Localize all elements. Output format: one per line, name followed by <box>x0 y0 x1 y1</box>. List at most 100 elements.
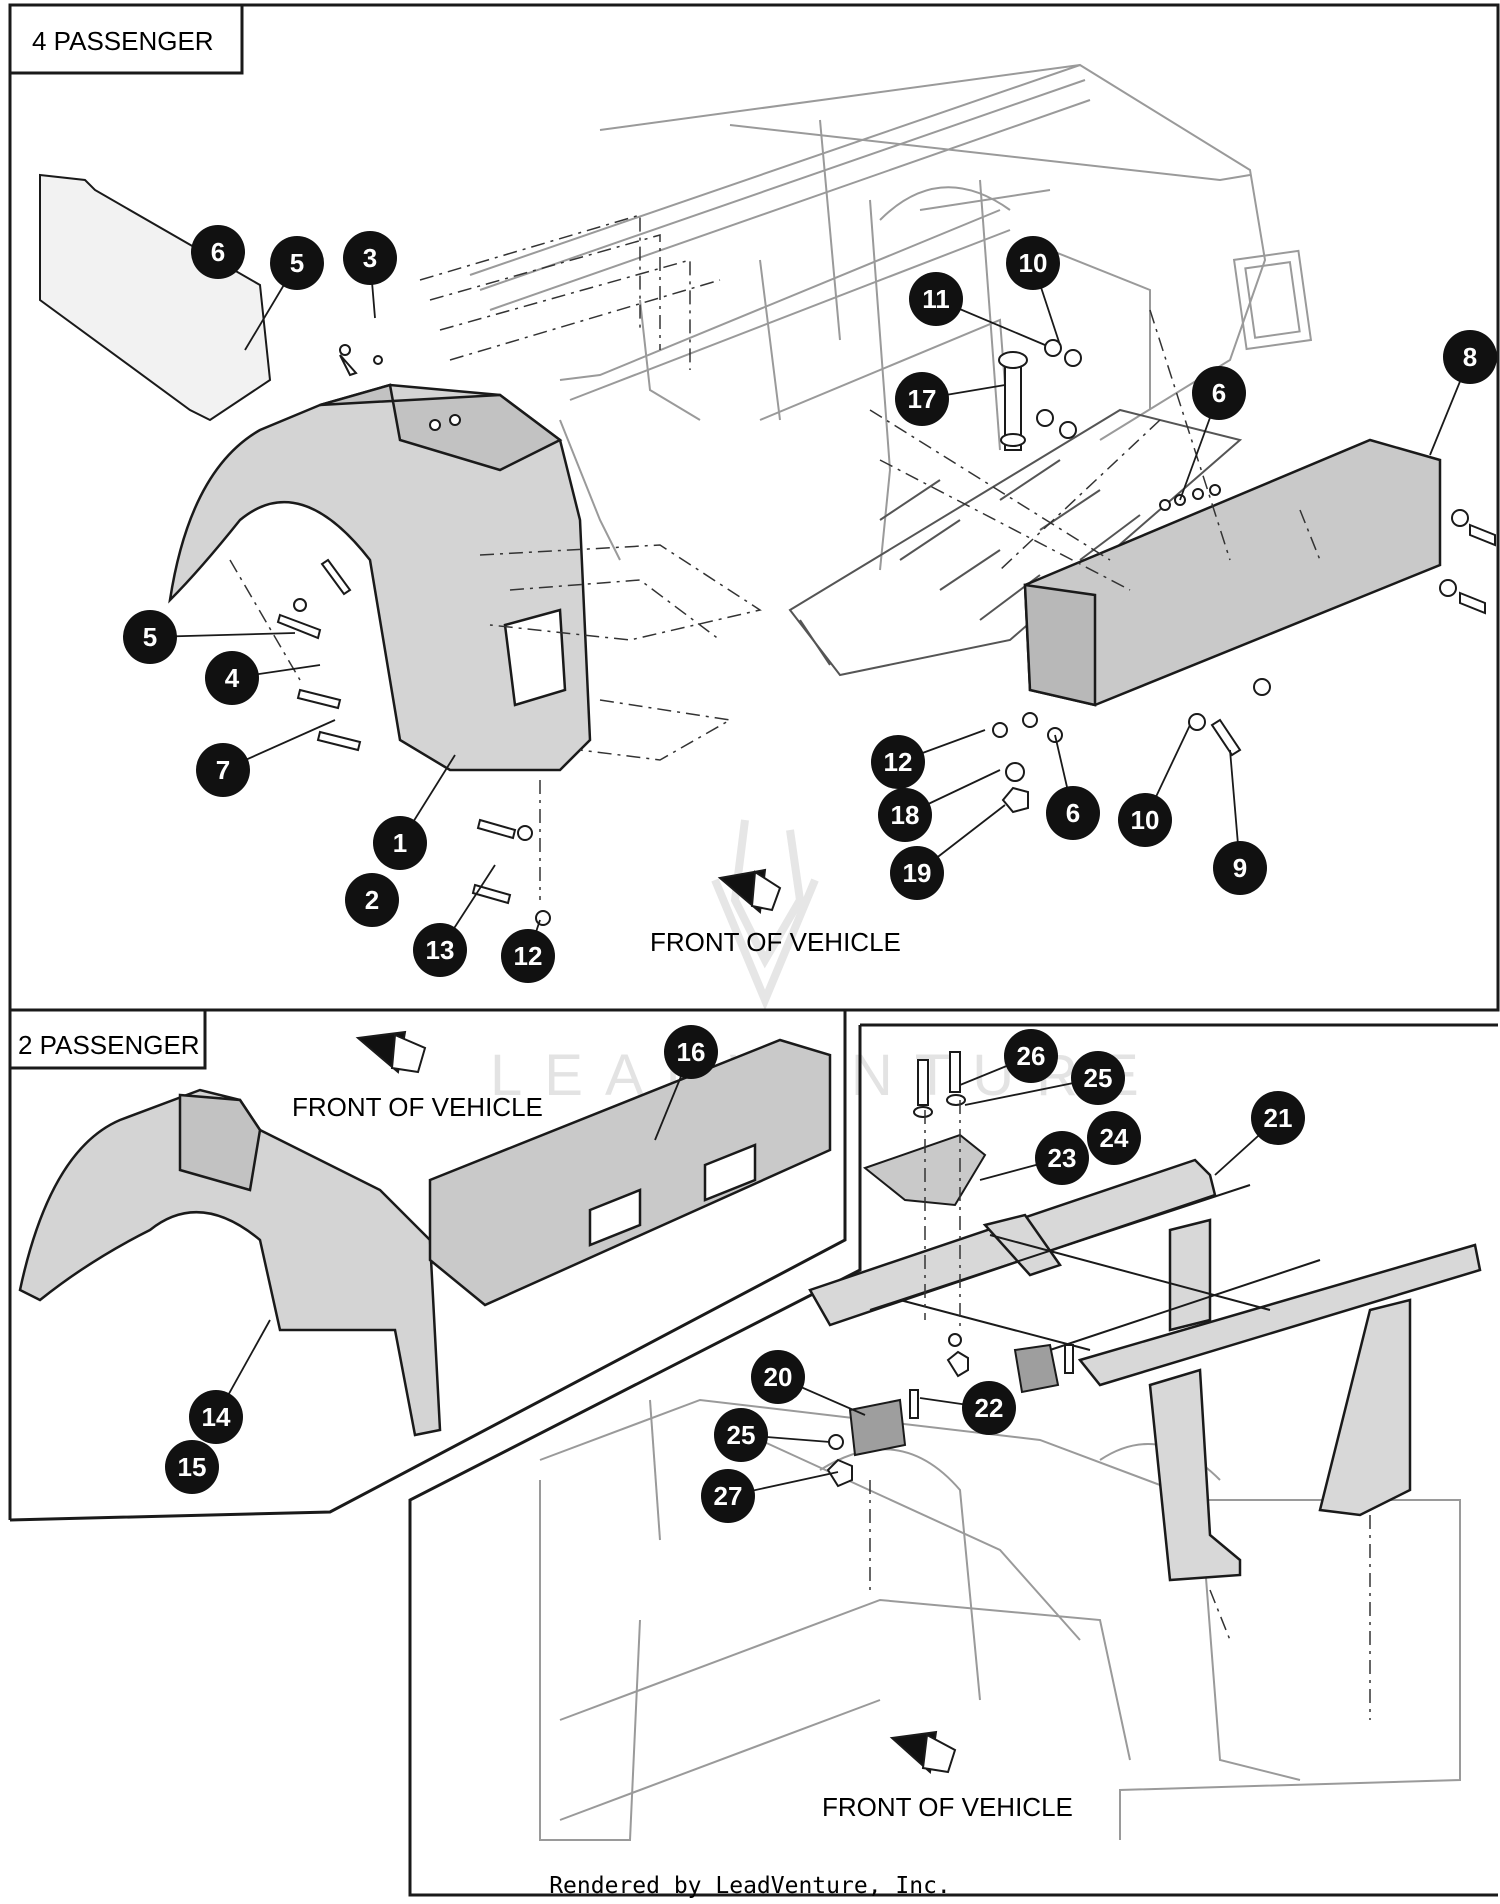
front-arrow-icon-2p <box>355 1030 427 1074</box>
rear-body-panel-left <box>39 173 272 422</box>
callout-bubble <box>165 1440 219 1494</box>
callout-23: 23 <box>1035 1131 1089 1185</box>
callout-5: 5 <box>270 236 324 290</box>
callout-7: 7 <box>196 743 250 797</box>
callout-number: 2 <box>365 885 379 915</box>
callout-4: 4 <box>205 651 259 705</box>
callout-number: 21 <box>1264 1103 1293 1133</box>
callout-number: 27 <box>714 1481 743 1511</box>
callout-6: 6 <box>1192 366 1246 420</box>
callout-bubble <box>1087 1111 1141 1165</box>
callout-1: 1 <box>373 816 427 870</box>
callout-number: 11 <box>922 284 950 314</box>
callout-bubble <box>343 231 397 285</box>
callout-10: 10 <box>1118 793 1172 847</box>
callout-bubble <box>664 1025 718 1079</box>
side-panel-4p <box>1023 438 1442 707</box>
callout-number: 22 <box>975 1393 1004 1423</box>
front-of-vehicle-label-seat: FRONT OF VEHICLE <box>822 1792 1073 1822</box>
callout-bubble <box>205 651 259 705</box>
callout-number: 19 <box>903 858 932 888</box>
fender-2p <box>18 1088 442 1437</box>
side-panel-2p <box>428 1038 832 1307</box>
callout-bubble <box>189 1390 243 1444</box>
callout-25: 25 <box>1071 1051 1125 1105</box>
callout-8: 8 <box>1443 330 1497 384</box>
hardware-4p <box>276 339 1496 926</box>
panel-label-4-passenger: 4 PASSENGER <box>32 26 214 56</box>
panel-frames <box>8 3 1500 1897</box>
callout-13: 13 <box>413 923 467 977</box>
callout-bubble <box>701 1469 755 1523</box>
callout-bubble <box>1046 786 1100 840</box>
callout-bubble <box>1443 330 1497 384</box>
callout-3: 3 <box>343 231 397 285</box>
callout-number: 13 <box>426 935 455 965</box>
callout-bubble <box>1071 1051 1125 1105</box>
front-arrow-icon-4p <box>717 868 782 914</box>
callout-bubble <box>962 1381 1016 1435</box>
callout-number: 18 <box>891 800 920 830</box>
callout-number: 7 <box>216 755 230 785</box>
callout-bubble <box>373 816 427 870</box>
callout-bubble <box>1118 793 1172 847</box>
chassis-ghost-seat <box>539 1398 1461 1841</box>
callout-number: 6 <box>211 237 225 267</box>
callout-number: 20 <box>764 1362 793 1392</box>
callout-number: 10 <box>1131 805 1160 835</box>
callout-25: 25 <box>714 1408 768 1462</box>
fender-4p <box>168 383 592 772</box>
callout-12: 12 <box>501 929 555 983</box>
callout-9: 9 <box>1213 841 1267 895</box>
callout-number: 17 <box>908 384 937 414</box>
callout-number: 26 <box>1017 1041 1046 1071</box>
callout-bubble <box>501 929 555 983</box>
callout-bubble <box>1192 366 1246 420</box>
callout-number: 25 <box>727 1420 756 1450</box>
callout-bubble <box>1213 841 1267 895</box>
callout-bubble <box>196 743 250 797</box>
callout-number: 5 <box>143 622 157 652</box>
callout-20: 20 <box>751 1350 805 1404</box>
callout-2: 2 <box>345 873 399 927</box>
callout-number: 12 <box>884 747 913 777</box>
callout-26: 26 <box>1004 1029 1058 1083</box>
callout-27: 27 <box>701 1469 755 1523</box>
callout-number: 25 <box>1084 1063 1113 1093</box>
panel-label-2-passenger: 2 PASSENGER <box>18 1030 200 1060</box>
callout-5: 5 <box>123 610 177 664</box>
callout-number: 5 <box>290 248 304 278</box>
callout-bubble <box>270 236 324 290</box>
callout-6: 6 <box>191 225 245 279</box>
callout-bubble <box>871 735 925 789</box>
callout-15: 15 <box>165 1440 219 1494</box>
callout-number: 16 <box>677 1037 706 1067</box>
callout-number: 14 <box>202 1402 231 1432</box>
callout-number: 10 <box>1019 248 1048 278</box>
callout-18: 18 <box>878 788 932 842</box>
callout-number: 8 <box>1463 342 1477 372</box>
callout-6: 6 <box>1046 786 1100 840</box>
callout-bubble <box>714 1408 768 1462</box>
callout-bubble <box>751 1350 805 1404</box>
callout-number: 6 <box>1066 798 1080 828</box>
callout-16: 16 <box>664 1025 718 1079</box>
callout-12: 12 <box>871 735 925 789</box>
callout-number: 9 <box>1233 853 1247 883</box>
callout-19: 19 <box>890 846 944 900</box>
callout-bubble <box>1006 236 1060 290</box>
chassis-ghost-4p <box>469 63 1313 571</box>
callout-21: 21 <box>1251 1091 1305 1145</box>
callout-bubble <box>191 225 245 279</box>
callout-bubble <box>1035 1131 1089 1185</box>
seat-frame-rails <box>869 1184 1321 1351</box>
callout-number: 4 <box>225 663 240 693</box>
callout-17: 17 <box>895 372 949 426</box>
front-of-vehicle-label-4p: FRONT OF VEHICLE <box>650 927 901 957</box>
callout-bubble <box>878 788 932 842</box>
callout-11: 11 <box>909 272 963 326</box>
seat-support-frame <box>808 1158 1482 1582</box>
